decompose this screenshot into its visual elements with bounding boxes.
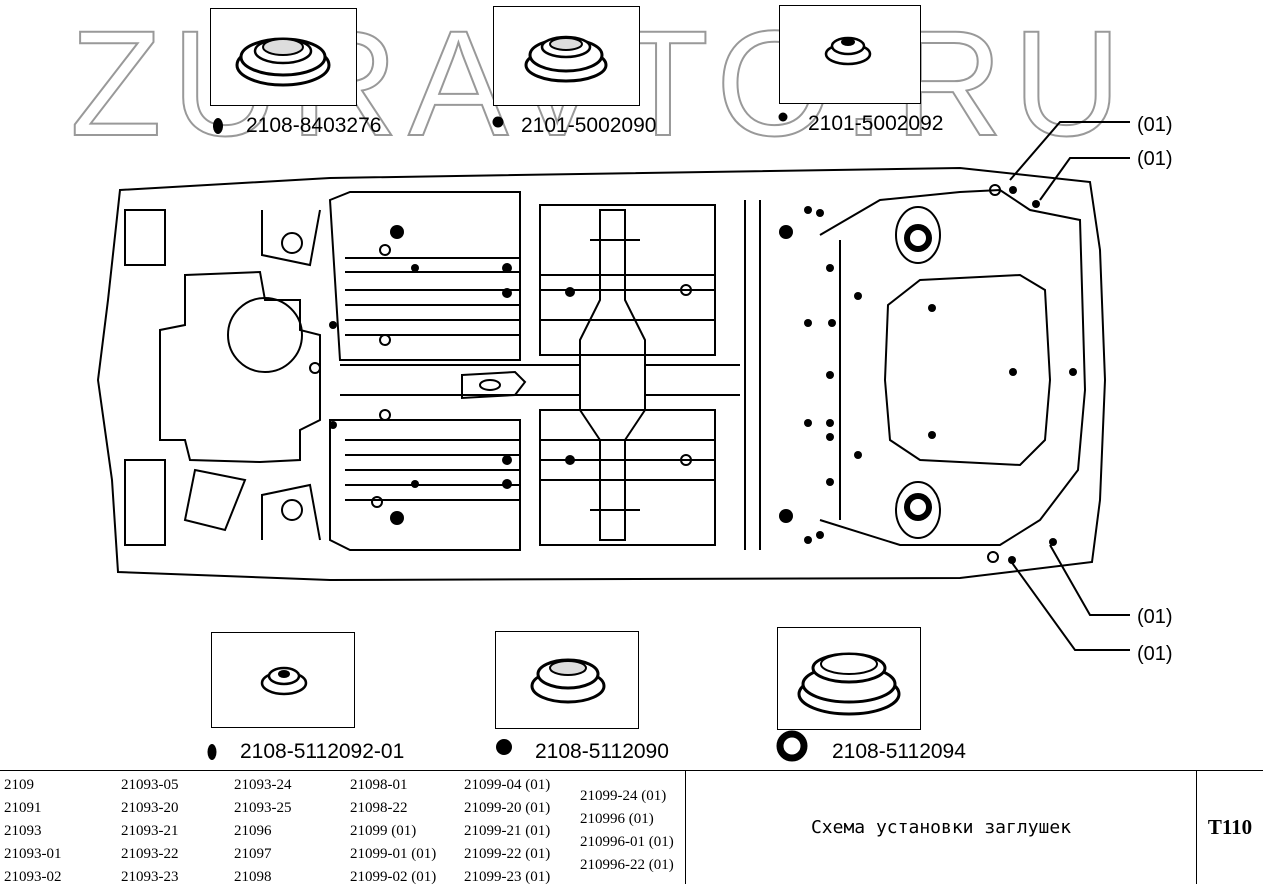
- model-item: 21099-22 (01): [464, 846, 551, 862]
- model-item: 21093-05: [121, 777, 179, 793]
- oval-filled-icon: [213, 118, 223, 134]
- model-item: 21099-24 (01): [580, 788, 667, 804]
- divider: [685, 771, 686, 884]
- models-column-5: 21099-04 (01) 21099-20 (01) 21099-21 (01…: [464, 774, 550, 889]
- grommet-medium-image: [530, 658, 606, 704]
- model-item: 21091: [4, 800, 42, 816]
- ring-icon: [776, 730, 808, 762]
- sheet-number: T110: [1207, 815, 1253, 839]
- dot-filled-icon: [496, 739, 512, 755]
- models-column-6: 21099-24 (01) 210996 (01) 210996-01 (01)…: [580, 785, 674, 877]
- underbody-diagram: [96, 121, 1130, 651]
- model-item: 210996-01 (01): [580, 834, 674, 850]
- model-item: 21093-01: [4, 846, 62, 862]
- model-item: 21098-01: [350, 777, 408, 793]
- ref-label-01: (01): [1137, 114, 1173, 136]
- model-item: 21098: [234, 869, 272, 885]
- model-item: 21099-23 (01): [464, 869, 551, 885]
- drawing-title: Схема установки заглушек: [810, 817, 1072, 838]
- part-label-2101-5002092: 2101-5002092: [808, 112, 944, 135]
- ref-label-01: (01): [1137, 148, 1173, 170]
- model-item: 21093-22: [121, 846, 179, 862]
- model-item: 2109: [4, 777, 34, 793]
- grommet-large-image: [797, 652, 901, 716]
- model-item: 21093-25: [234, 800, 292, 816]
- dot-filled-icon: [492, 116, 504, 128]
- part-label-2101-5002090: 2101-5002090: [521, 114, 657, 137]
- oval-filled-icon: [207, 744, 217, 760]
- models-column-4: 21098-01 21098-22 21099 (01) 21099-01 (0…: [350, 774, 436, 889]
- part-image-box-5: [495, 631, 639, 729]
- model-item: 21093-21: [121, 823, 179, 839]
- model-item: 210996 (01): [580, 811, 654, 827]
- model-item: 21099-20 (01): [464, 800, 551, 816]
- model-item: 21099-04 (01): [464, 777, 551, 793]
- model-item: 21097: [234, 846, 272, 862]
- model-item: 21093: [4, 823, 42, 839]
- title-block: 2109 21091 21093 21093-01 21093-02 21093…: [0, 770, 1263, 885]
- model-item: 21096: [234, 823, 272, 839]
- part-image-box-6: [777, 627, 921, 730]
- part-image-box-2: [493, 6, 640, 106]
- part-label-2108-5112090: 2108-5112090: [535, 740, 669, 763]
- model-item: 21099-01 (01): [350, 846, 437, 862]
- plug-small-image: [824, 36, 872, 66]
- grommet-medium-image: [524, 35, 608, 83]
- model-item: 21093-20: [121, 800, 179, 816]
- divider: [1196, 771, 1197, 884]
- part-label-2108-5112094: 2108-5112094: [832, 740, 966, 763]
- part-label-2108-5112092-01: 2108-5112092-01: [240, 740, 405, 763]
- model-item: 21098-22: [350, 800, 408, 816]
- ref-label-01: (01): [1137, 606, 1173, 628]
- models-column-1: 2109 21091 21093 21093-01 21093-02: [4, 774, 62, 889]
- model-item: 21093-23: [121, 869, 179, 885]
- part-image-box-1: [210, 8, 357, 106]
- model-item: 21099 (01): [350, 823, 417, 839]
- model-item: 210996-22 (01): [580, 857, 674, 873]
- dot-small-icon: [778, 112, 788, 122]
- plug-small-image: [260, 666, 308, 696]
- model-item: 21099-02 (01): [350, 869, 437, 885]
- grommet-large-image: [235, 37, 331, 87]
- part-image-box-3: [779, 5, 921, 104]
- model-item: 21093-24: [234, 777, 292, 793]
- model-item: 21093-02: [4, 869, 62, 885]
- model-item: 21099-21 (01): [464, 823, 551, 839]
- models-column-2: 21093-05 21093-20 21093-21 21093-22 2109…: [121, 774, 179, 889]
- part-label-2108-8403276: 2108-8403276: [246, 114, 382, 137]
- part-image-box-4: [211, 632, 355, 728]
- models-column-3: 21093-24 21093-25 21096 21097 21098: [234, 774, 292, 889]
- ref-label-01: (01): [1137, 643, 1173, 665]
